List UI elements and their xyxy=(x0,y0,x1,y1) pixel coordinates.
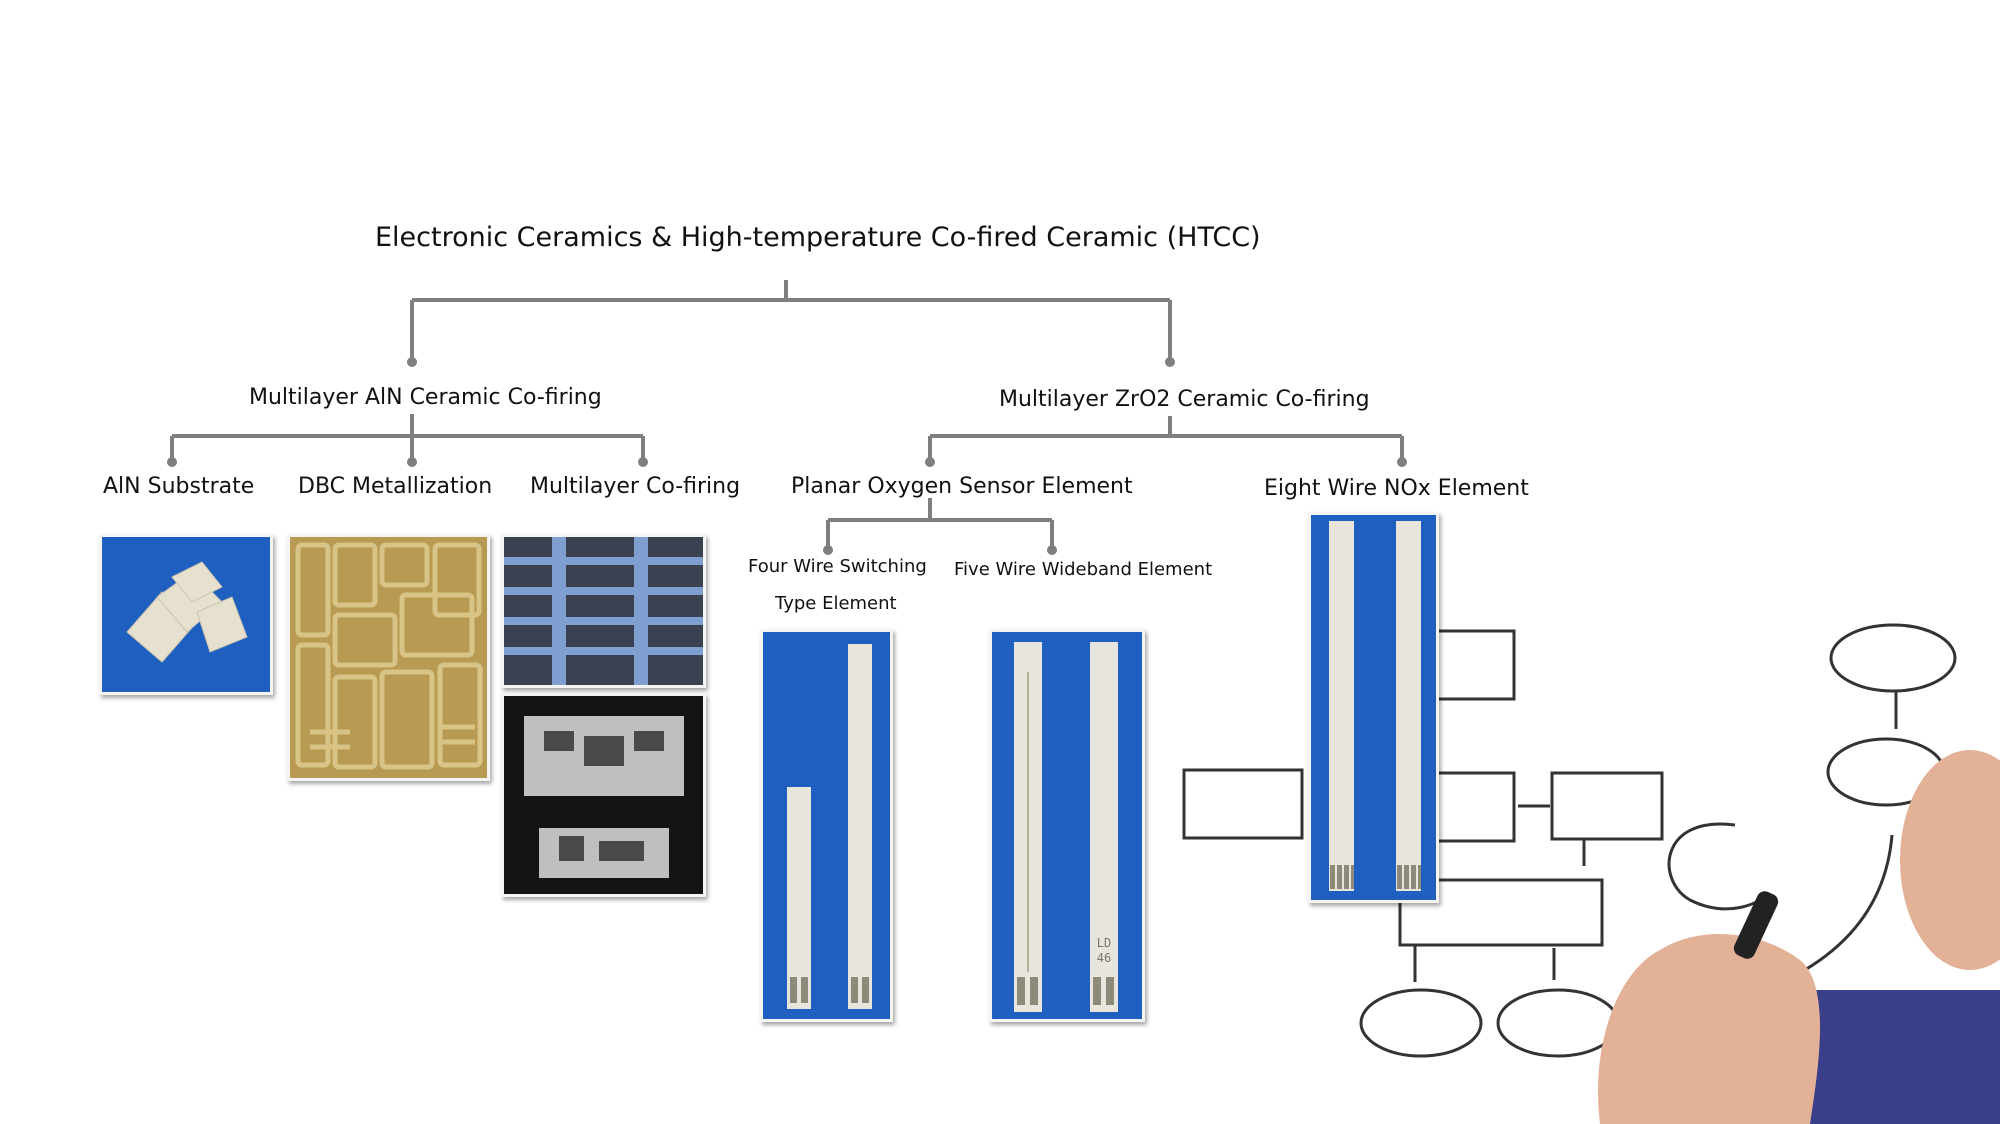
connector-node xyxy=(407,457,417,467)
multilayer-cofiring-photo-bottom xyxy=(501,693,706,897)
nox-element-label: Eight Wire NOx Element xyxy=(1264,476,1529,501)
sketch-ellipse xyxy=(1359,988,1483,1058)
planar-oxygen-sensor-label: Planar Oxygen Sensor Element xyxy=(791,474,1133,499)
dbc-metallization-label: DBC Metallization xyxy=(298,474,493,499)
five-wire-label: Five Wire Wideband Element xyxy=(954,559,1213,580)
four-wire-label-line1: Four Wire Switching xyxy=(748,556,927,577)
aln-substrate-label: AlN Substrate xyxy=(103,474,255,499)
connector-node xyxy=(925,457,935,467)
sketch-box xyxy=(1398,878,1604,947)
five-wire-sensor-photo: LD 46 xyxy=(989,629,1145,1022)
sketch-box xyxy=(1182,768,1304,840)
four-wire-label-line2: Type Element xyxy=(775,593,897,614)
connector-node xyxy=(823,545,833,555)
connector-node xyxy=(638,457,648,467)
aln-branch-label: Multilayer AlN Ceramic Co-firing xyxy=(249,385,602,410)
zro2-branch-label: Multilayer ZrO2 Ceramic Co-firing xyxy=(999,387,1370,412)
sensor-marking-line2: 46 xyxy=(1097,951,1111,965)
dbc-metallization-photo xyxy=(287,534,490,781)
connector-node xyxy=(1165,357,1175,367)
connector-node xyxy=(1047,545,1057,555)
multilayer-cofiring-label: Multilayer Co-firing xyxy=(530,474,741,499)
diagram-title: Electronic Ceramics & High-temperature C… xyxy=(375,222,1261,253)
connector-node xyxy=(167,457,177,467)
multilayer-cofiring-photo-top xyxy=(501,534,706,688)
nox-element-photo xyxy=(1308,512,1439,903)
sketch-ellipse xyxy=(1829,623,1957,693)
aln-substrate-photo xyxy=(99,534,273,695)
four-wire-sensor-photo xyxy=(760,629,893,1022)
connector-node xyxy=(407,357,417,367)
sensor-marking-line1: LD xyxy=(1097,936,1111,950)
person-with-marker-illustration xyxy=(1598,750,2000,1124)
sketch-box xyxy=(1550,771,1664,841)
sketch-loop xyxy=(1667,822,1761,911)
connector-node xyxy=(1397,457,1407,467)
